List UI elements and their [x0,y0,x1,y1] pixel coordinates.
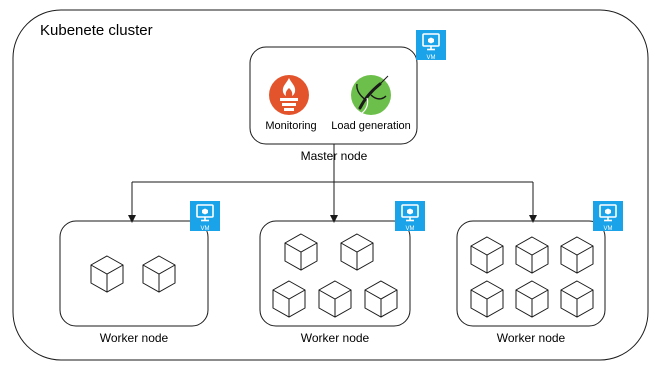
pod-cube-icon [142,255,176,293]
worker-3-label: Worker node [497,331,566,345]
monitoring-icon [269,75,309,115]
worker-2-vm-badge-label: VM [406,226,415,232]
load-generation-label: Load generation [331,120,411,132]
pod-cube-icon [560,280,594,318]
worker-1-vm-badge-label: VM [201,226,210,232]
cluster-label: Kubenete cluster [40,22,153,39]
pod-cube-icon [340,233,374,271]
pod-cube-icon [515,236,549,274]
monitoring-label: Monitoring [265,120,316,132]
worker-3-vm-badge-label: VM [604,226,613,232]
pod-cube-icon [90,255,124,293]
cluster-boundary [12,9,649,361]
grasshopper-icon [351,75,391,115]
pod-cube-icon [284,233,318,271]
connector-lines [128,144,537,223]
pod-cube-icon [364,280,398,318]
worker-node-2 [259,220,411,327]
pod-cube-icon [560,236,594,274]
worker-node-1 [59,220,209,327]
worker-1-label: Worker node [100,331,169,345]
pod-cube-icon [470,280,504,318]
worker-2-label: Worker node [301,331,370,345]
pod-cube-icon [318,280,352,318]
worker-node-3 [456,220,606,327]
master-vm-badge-label: VM [427,55,436,61]
pod-cube-icon [515,280,549,318]
pod-cube-icon [470,236,504,274]
pod-cube-icon [272,280,306,318]
